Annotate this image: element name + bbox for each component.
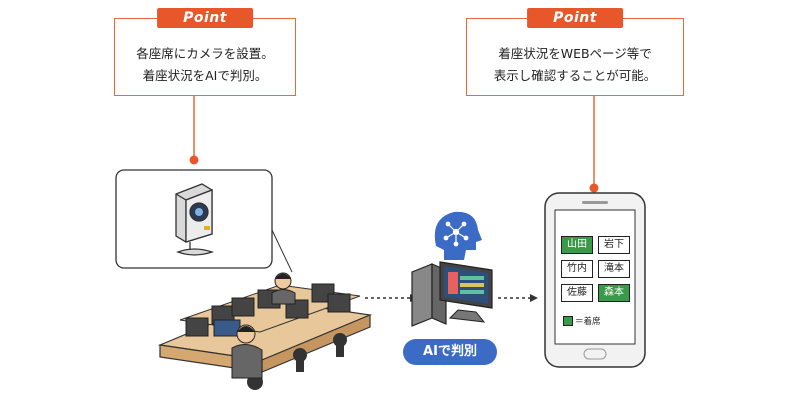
point-tag: Point [527,8,623,28]
seat-cell: 佐藤 [561,284,593,302]
seat-cell: 滝本 [598,260,630,278]
smartphone-icon [544,192,646,368]
callout-web-point: Point 着座状況をWEBページ等で 表示し確認することが可能。 [466,8,684,96]
point-tag: Point [157,8,253,28]
legend-label: ＝着席 [575,317,601,327]
ai-brain-icon [434,211,482,260]
callout-line: 各座席にカメラを設置。 [136,46,274,61]
seat-cell: 竹内 [561,260,593,278]
callout-text: 着座状況をWEBページ等で 表示し確認することが可能。 [467,43,683,87]
callout-line: 着座状況をWEBページ等で [498,46,652,61]
person-worker-1 [231,324,263,379]
person-worker-2 [271,272,296,305]
callout-camera-point: Point 各座席にカメラを設置。 着座状況をAIで判別。 [114,8,296,96]
callout-text: 各座席にカメラを設置。 着座状況をAIで判別。 [115,43,295,87]
workstation-icon [411,261,493,327]
ai-judgement-label: AIで判別 [403,339,497,365]
seat-legend: ＝着席 [563,315,601,327]
connector-dot-left [189,155,199,165]
office-desks-icon [157,272,373,390]
seat-cell: 森本 [598,284,630,302]
seat-cell: 岩下 [598,236,630,254]
callout-line: 着座状況をAIで判別。 [142,68,268,83]
connector-dot-right [589,183,599,193]
callout-line: 表示し確認することが可能。 [493,68,657,83]
seat-cell: 山田 [561,236,593,254]
camera-icon [175,183,215,256]
legend-occupied-swatch [563,316,573,326]
